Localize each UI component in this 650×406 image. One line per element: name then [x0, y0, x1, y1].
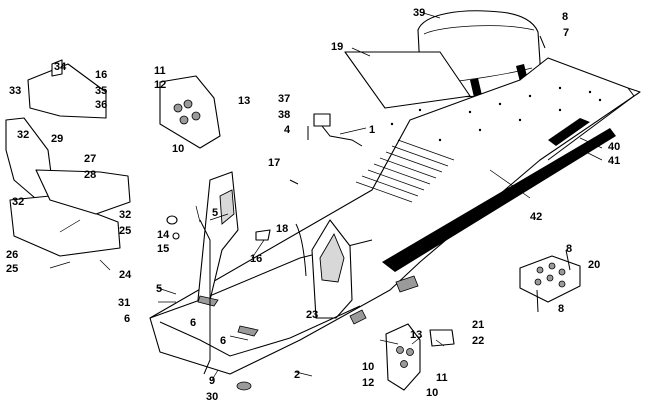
callout-2: 2 [294, 369, 300, 381]
callout-25-b: 25 [6, 263, 18, 275]
callout-13-top: 13 [238, 95, 250, 107]
callout-35: 35 [95, 85, 107, 97]
callout-10-top: 10 [172, 143, 184, 155]
callout-10-bottom-a: 10 [362, 361, 374, 373]
left-panel-assembly [5, 59, 455, 391]
callout-9: 9 [209, 375, 215, 387]
callout-12-top: 12 [154, 79, 166, 91]
callout-32-b: 32 [12, 196, 24, 208]
callout-8: 8 [562, 11, 568, 23]
callout-11-top: 11 [154, 65, 166, 77]
callout-14: 14 [157, 229, 170, 241]
callout-5-b: 5 [156, 283, 162, 295]
callout-11-bottom: 11 [436, 372, 448, 384]
callout-6-c: 6 [220, 335, 226, 347]
callout-20: 20 [588, 259, 600, 271]
callout-33: 33 [9, 85, 21, 97]
callout-10-bottom-b: 10 [426, 387, 438, 399]
callout-19: 19 [331, 41, 343, 53]
callout-27: 27 [84, 153, 96, 165]
callout-16-lower: 16 [250, 253, 262, 265]
callout-31: 31 [118, 297, 130, 309]
callout-8-low: 8 [558, 303, 564, 315]
callout-28: 28 [84, 169, 96, 181]
callout-7: 7 [563, 27, 569, 39]
callout-12-bottom: 12 [362, 377, 374, 389]
callout-leaders [49, 11, 603, 381]
hardware [166, 35, 571, 375]
callout-18: 18 [276, 223, 288, 235]
callout-30: 30 [206, 391, 218, 403]
callout-40: 40 [608, 141, 620, 153]
callout-5-a: 5 [212, 207, 218, 219]
callout-22: 22 [472, 335, 484, 347]
callout-21: 21 [472, 319, 484, 331]
callout-42: 42 [530, 211, 542, 223]
callout-26: 26 [6, 249, 18, 261]
callout-37: 37 [278, 93, 290, 105]
callout-32-c: 32 [119, 209, 131, 221]
callout-17: 17 [268, 157, 280, 169]
callout-labels: 39 8 7 19 1 37 38 4 40 41 42 17 18 16 8 … [6, 7, 620, 403]
callout-36: 36 [95, 99, 107, 111]
callout-1: 1 [369, 124, 375, 136]
tunnel-chassis [149, 51, 641, 391]
callout-24: 24 [119, 269, 132, 281]
callout-13-bottom: 13 [410, 329, 422, 341]
footrest-right [519, 255, 581, 303]
callout-23: 23 [306, 309, 318, 321]
callout-15: 15 [157, 243, 169, 255]
callout-29: 29 [51, 133, 63, 145]
callout-6-b: 6 [190, 317, 196, 329]
callout-38: 38 [278, 109, 290, 121]
callout-8-right: 8 [566, 243, 572, 255]
callout-4: 4 [284, 124, 291, 136]
callout-16-top: 16 [95, 69, 107, 81]
callout-41: 41 [608, 155, 620, 167]
callout-39: 39 [413, 7, 425, 19]
callout-34: 34 [54, 61, 67, 73]
callout-25-a: 25 [119, 225, 131, 237]
callout-32-a: 32 [17, 129, 29, 141]
seat-pad-part [344, 51, 471, 109]
callout-6-a: 6 [124, 313, 130, 325]
